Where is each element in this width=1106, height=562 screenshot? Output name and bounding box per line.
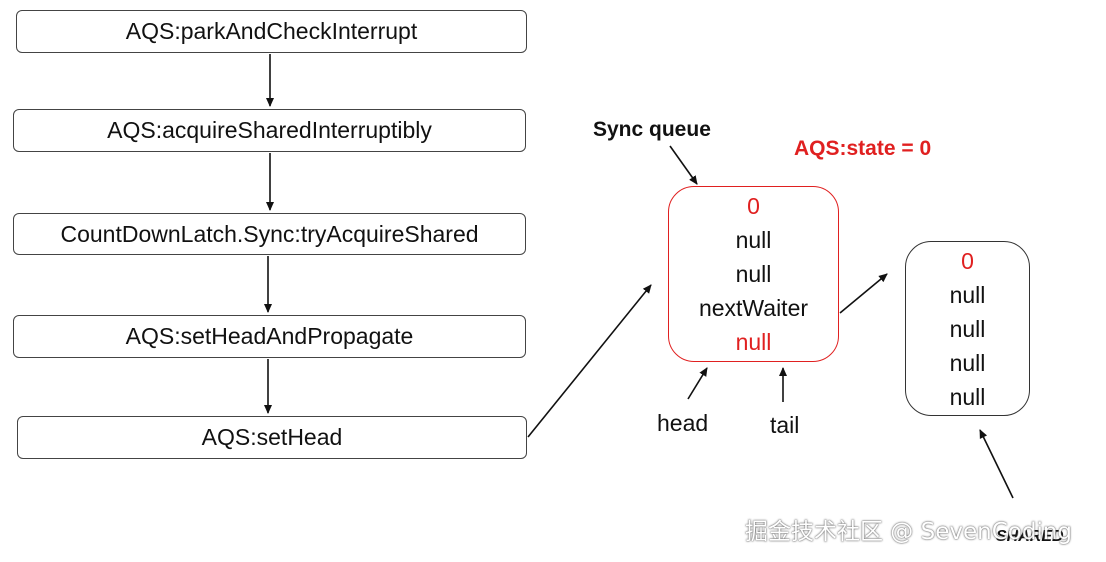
arrow-next-pointer xyxy=(839,273,888,314)
node-wait-status: 0 xyxy=(961,247,974,274)
call-box-set-head-and-propagate: AQS:setHeadAndPropagate xyxy=(13,315,526,358)
tail-pointer-label: tail xyxy=(770,412,800,438)
call-box-try-acquire-shared: CountDownLatch.Sync:tryAcquireShared xyxy=(13,213,526,255)
node-wait-status: 0 xyxy=(747,193,760,219)
call-box-label: CountDownLatch.Sync:tryAcquireShared xyxy=(60,220,479,247)
node-field: null xyxy=(735,227,772,253)
call-box-label: AQS:setHeadAndPropagate xyxy=(125,323,414,349)
watermark: 掘金技术社区 @ SevenCoding xyxy=(745,519,1073,545)
call-box-acquire-shared-interruptibly: AQS:acquireSharedInterruptibly xyxy=(13,109,526,152)
call-box-label: AQS:setHead xyxy=(201,424,343,450)
call-box-label: AQS:parkAndCheckInterrupt xyxy=(125,18,418,44)
arrow-head-pointer xyxy=(687,367,708,400)
node-field-highlight: null xyxy=(735,329,772,355)
aqs-state-label: AQS:state = 0 xyxy=(794,137,932,160)
call-box-label: AQS:acquireSharedInterruptibly xyxy=(107,117,432,143)
node-next-waiter: nextWaiter xyxy=(698,295,809,321)
arrow-sync-queue xyxy=(669,145,698,185)
head-pointer-label: head xyxy=(657,410,709,436)
sync-queue-label: Sync queue xyxy=(593,118,711,141)
next-node: 0 null null null null xyxy=(905,241,1030,416)
arrow-shared xyxy=(979,429,1014,499)
node-field: null xyxy=(949,315,986,342)
call-box-set-head: AQS:setHead xyxy=(17,416,527,459)
node-field: null xyxy=(949,281,986,308)
head-node: 0 null null nextWaiter null xyxy=(668,186,839,362)
node-field: null xyxy=(949,349,986,376)
shared-label: SHARED xyxy=(996,528,1064,545)
node-field: null xyxy=(949,383,986,410)
arrow-sethead-to-head xyxy=(527,284,652,438)
node-field: null xyxy=(735,261,772,287)
call-box-park-and-check-interrupt: AQS:parkAndCheckInterrupt xyxy=(16,10,527,53)
